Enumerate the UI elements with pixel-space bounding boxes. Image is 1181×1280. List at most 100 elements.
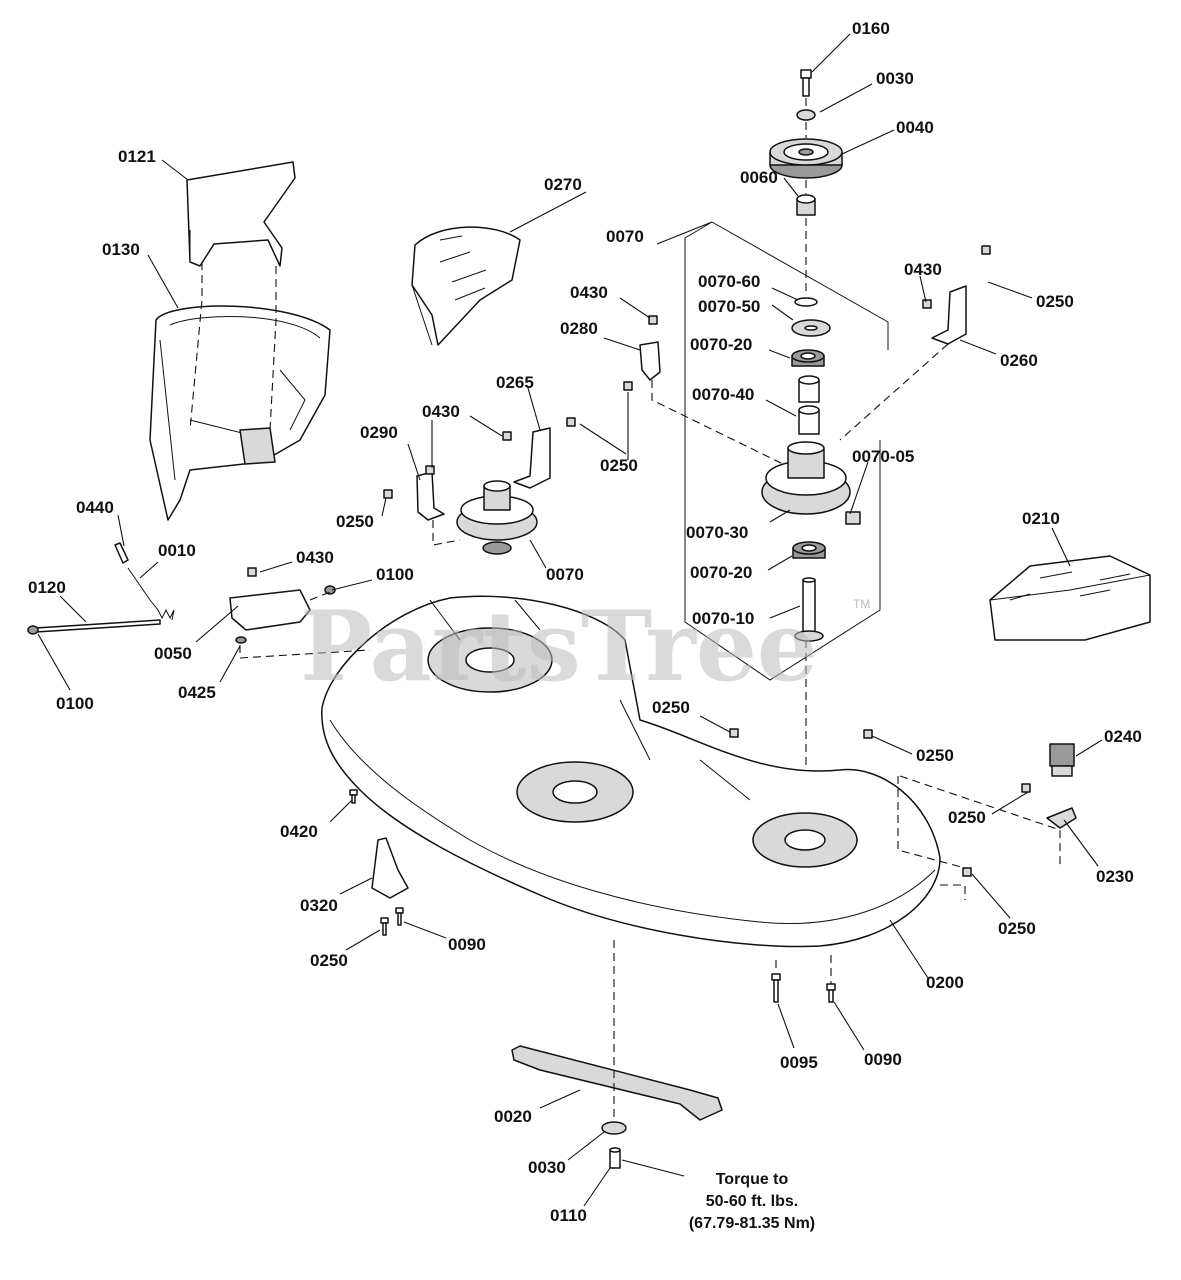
label-0070-60: 0070-60: [698, 272, 760, 291]
part-0200-deck: [321, 595, 941, 948]
watermark: PartsTree: [300, 590, 818, 703]
label-0060: 0060: [740, 168, 778, 187]
label-0290: 0290: [360, 423, 398, 442]
part-0070-50-washer: [791, 319, 831, 337]
part-0070-40-spacer: [798, 375, 820, 435]
label-0250-c: 0250: [600, 456, 638, 475]
part-0060-spacer: [796, 194, 816, 216]
part-0265-bracket: [513, 427, 551, 489]
label-0130: 0130: [102, 240, 140, 259]
label-0250-a: 0250: [1036, 292, 1074, 311]
part-0250-bolt-g: [380, 917, 389, 936]
label-0320: 0320: [300, 896, 338, 915]
part-0070-05-fitting: [845, 511, 861, 525]
label-0230: 0230: [1096, 867, 1134, 886]
part-0030-washer-bottom: [601, 1121, 627, 1135]
label-0240: 0240: [1104, 727, 1142, 746]
label-0200: 0200: [926, 973, 964, 992]
watermark-trademark: TM: [853, 597, 870, 611]
part-0030-washer: [796, 109, 816, 121]
label-0090-a: 0090: [448, 935, 486, 954]
part-0121-plate: [186, 161, 296, 267]
label-0430-b: 0430: [570, 283, 608, 302]
part-0130-chute: [149, 305, 331, 521]
part-0070-spindle-left: [456, 480, 538, 555]
label-0070-30: 0070-30: [686, 523, 748, 542]
label-0280: 0280: [560, 319, 598, 338]
label-0160: 0160: [852, 19, 890, 38]
part-0090-bolt-b: [826, 983, 836, 1003]
part-0110-bolt: [609, 1147, 621, 1169]
label-0090-b: 0090: [864, 1050, 902, 1069]
part-0270-cover: [411, 226, 521, 346]
label-0425: 0425: [178, 683, 216, 702]
label-0270: 0270: [544, 175, 582, 194]
part-0440-pin: [114, 542, 129, 564]
part-0070-60-ring: [794, 297, 818, 307]
label-0120: 0120: [28, 578, 66, 597]
part-0230-bracket: [1046, 807, 1077, 829]
part-0290-bracket: [416, 471, 445, 521]
label-0250-d: 0250: [652, 698, 690, 717]
kit-0070-outline: [684, 221, 889, 681]
label-0260: 0260: [1000, 351, 1038, 370]
label-0030-bottom: 0030: [528, 1158, 566, 1177]
label-0430-c: 0430: [422, 402, 460, 421]
label-0420: 0420: [280, 822, 318, 841]
callout-labels: 0160 0030 0040 0060 0121 0270 0070 0130 …: [28, 19, 1142, 1225]
part-0420-bolt: [349, 789, 358, 804]
part-0040-pulley: [769, 138, 843, 179]
part-0095-bolt: [771, 973, 781, 1003]
label-0040: 0040: [896, 118, 934, 137]
part-0020-blade: [511, 1045, 723, 1121]
label-0440: 0440: [76, 498, 114, 517]
label-0250-f: 0250: [948, 808, 986, 827]
part-0100-nut: [324, 585, 336, 595]
label-0250-h: 0250: [998, 919, 1036, 938]
part-0070-30-housing: [761, 441, 851, 515]
part-0050-bracket: [229, 589, 311, 631]
label-0110: 0110: [550, 1206, 587, 1225]
part-0120-rod: [35, 619, 161, 633]
label-0070-20-top: 0070-20: [690, 335, 752, 354]
label-0210: 0210: [1022, 509, 1060, 528]
label-0010: 0010: [158, 541, 196, 560]
label-0095: 0095: [780, 1053, 818, 1072]
label-0070-spindle: 0070: [546, 565, 584, 584]
part-0240-fitting: [1049, 743, 1075, 777]
torque-note-line-2: 50-60 ft. lbs.: [706, 1193, 798, 1210]
label-0100-a: 0100: [376, 565, 414, 584]
part-0070-20-bearing-top: [791, 349, 825, 367]
label-0430-d: 0430: [296, 548, 334, 567]
label-0070-10: 0070-10: [692, 609, 754, 628]
part-0090-bolt-a: [395, 907, 404, 926]
label-0020: 0020: [494, 1107, 532, 1126]
label-0070-50: 0070-50: [698, 297, 760, 316]
label-0265: 0265: [496, 373, 534, 392]
label-0030-top: 0030: [876, 69, 914, 88]
leader-lines: [37, 33, 1103, 1207]
part-0250-bolt-misc: [27, 245, 1031, 877]
torque-note: Torque to 50-60 ft. lbs. (67.79-81.35 Nm…: [689, 1171, 815, 1232]
torque-note-line-3: (67.79-81.35 Nm): [689, 1215, 815, 1232]
part-0160-bolt: [800, 69, 812, 97]
label-0250-e: 0250: [916, 746, 954, 765]
part-0010-spring: [127, 567, 175, 621]
part-0070-20-bearing-bottom: [792, 541, 826, 559]
label-0070-kit: 0070: [606, 227, 644, 246]
part-0280-bracket: [639, 341, 661, 381]
label-0121: 0121: [118, 147, 156, 166]
assembly-lines: [189, 98, 1061, 1118]
part-0320-baffle: [371, 837, 409, 899]
part-0210-cover: [989, 555, 1151, 641]
part-0260-bracket: [931, 285, 967, 345]
label-0070-20-bottom: 0070-20: [690, 563, 752, 582]
label-0070-05: 0070-05: [852, 447, 914, 466]
part-0070-10-shaft: [794, 577, 824, 642]
label-0070-40: 0070-40: [692, 385, 754, 404]
label-0430-a: 0430: [904, 260, 942, 279]
torque-note-line-1: Torque to: [716, 1171, 789, 1188]
label-0250-b: 0250: [336, 512, 374, 531]
label-0250-g: 0250: [310, 951, 348, 970]
